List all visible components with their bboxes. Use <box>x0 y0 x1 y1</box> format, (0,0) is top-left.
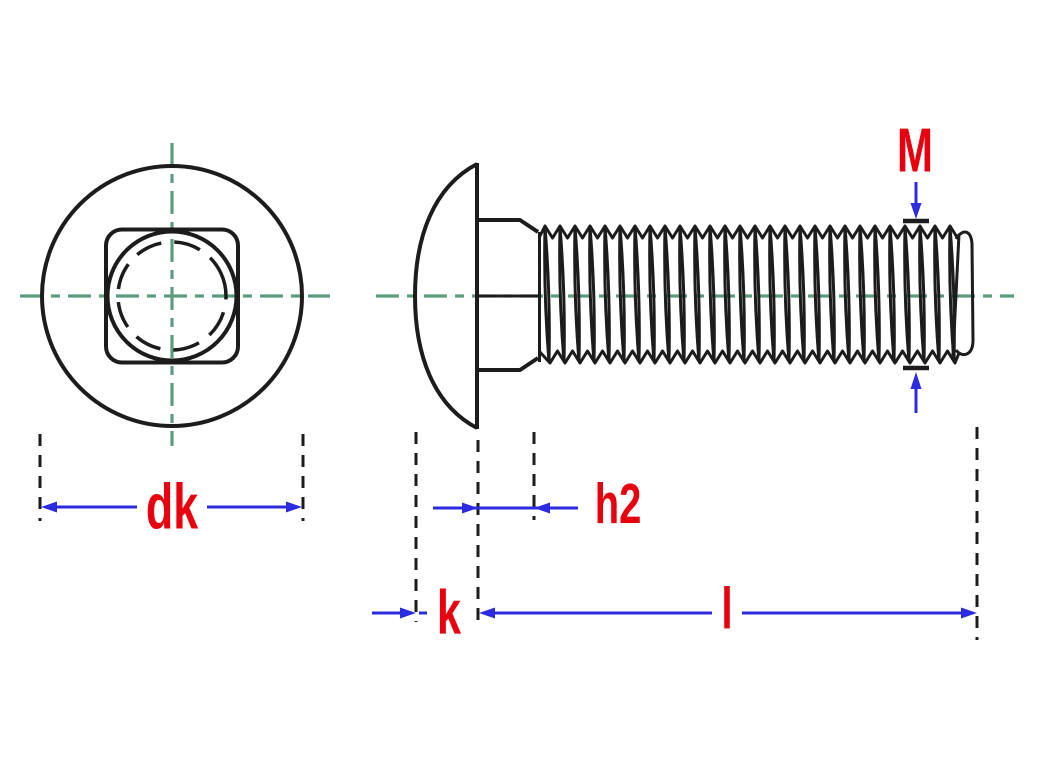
dimension-h2 <box>433 502 578 514</box>
shank-circle <box>105 229 239 363</box>
label-head-diameter: dk <box>145 470 199 543</box>
dimension-l <box>479 607 977 619</box>
label-head-height: k <box>436 578 462 648</box>
thread-top-zigzag <box>537 224 959 240</box>
head-outer-circle <box>40 164 304 428</box>
label-thread-diameter: M <box>896 116 934 186</box>
m-bottom-arrowhead <box>910 372 922 389</box>
m-top-arrowhead <box>910 203 922 219</box>
dimension-dk <box>41 501 302 513</box>
square-neck-bottom-edge <box>478 356 540 372</box>
dk-left-arrowhead <box>41 501 57 513</box>
front-view <box>40 164 304 428</box>
h2-right-arrowhead <box>534 502 550 514</box>
thread-teeth <box>537 224 961 365</box>
side-view <box>413 162 975 430</box>
l-right-arrowhead <box>961 607 977 619</box>
h2-left-arrowhead <box>462 502 478 514</box>
bolt-end-separation-line <box>951 233 961 356</box>
label-bolt-length: l <box>721 576 733 642</box>
thread-flank-lines <box>543 226 956 363</box>
dimension-m <box>903 182 929 413</box>
square-neck-top-edge <box>478 218 540 234</box>
extension-lines <box>38 427 979 640</box>
thread-root-dashed-circle <box>116 240 228 352</box>
dk-right-arrowhead <box>286 501 302 513</box>
label-square-neck-height: h2 <box>594 472 642 537</box>
bolt-end-chamfer <box>954 230 975 357</box>
dome-head-profile <box>413 162 478 430</box>
l-left-arrowhead <box>479 607 495 619</box>
k-arrowhead <box>400 607 416 619</box>
dimension-k <box>372 607 427 619</box>
thread-bottom-zigzag <box>537 349 961 365</box>
